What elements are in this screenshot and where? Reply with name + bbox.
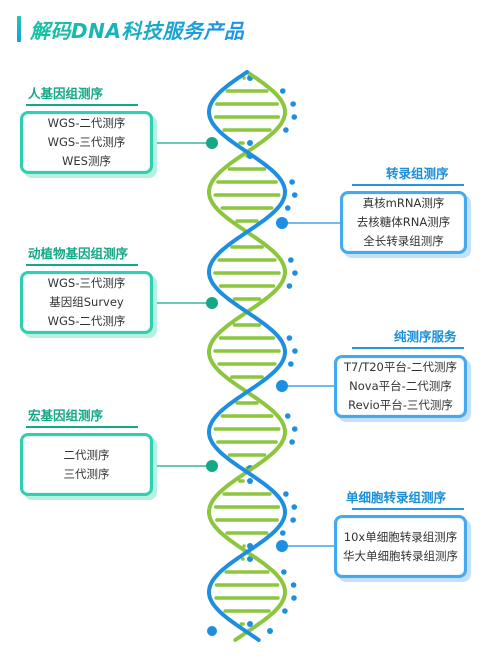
box-single-cell[interactable]: 10x单细胞转录组测序 华大单细胞转录组测序 <box>334 515 467 578</box>
helix-end-dot <box>267 628 273 634</box>
title-accent-bar <box>17 16 21 42</box>
base-dot <box>290 517 296 523</box>
base-dot <box>247 478 253 484</box>
connector-node <box>206 460 218 472</box>
base-dot <box>283 491 289 497</box>
section-underline <box>352 508 464 510</box>
helix-strand-green <box>206 70 288 642</box>
connector-node <box>206 297 218 309</box>
base-dot <box>291 504 298 510</box>
base-dot <box>284 413 291 419</box>
base-dot <box>281 569 287 575</box>
base-dot <box>283 127 289 133</box>
section-title-animal-plant: 动植物基因组测序 <box>28 246 129 261</box>
section-title-pure-seq: 纯测序服务 <box>394 329 457 344</box>
service-item: Revio平台-三代测序 <box>348 398 453 412</box>
base-dot <box>247 621 253 627</box>
section-underline <box>26 104 138 106</box>
base-dot <box>291 192 298 198</box>
service-item: 基因组Survey <box>49 295 124 309</box>
section-title-metagenome: 宏基因组测序 <box>28 408 104 423</box>
base-dot <box>289 439 295 445</box>
section-title-human: 人基因组测序 <box>28 86 104 101</box>
base-dot <box>291 426 298 432</box>
service-item: WES测序 <box>62 154 111 168</box>
service-item: WGS-二代测序 <box>47 314 126 328</box>
base-dot <box>282 608 288 614</box>
connector-node <box>276 380 288 392</box>
base-dot <box>290 582 297 588</box>
connector-node <box>206 137 218 149</box>
box-metagenome[interactable]: 二代测序 三代测序 <box>20 433 153 496</box>
service-item: 真核mRNA测序 <box>362 196 445 210</box>
service-item: 去核糖体RNA测序 <box>356 215 451 229</box>
section-underline <box>352 184 464 186</box>
section-title-single-cell: 单细胞转录组测序 <box>346 490 447 505</box>
base-dot <box>290 101 296 107</box>
service-item: 华大单细胞转录组测序 <box>343 548 458 563</box>
box-animal-plant-genome[interactable]: WGS-三代测序 基因组Survey WGS-二代测序 <box>20 271 153 334</box>
service-item: Nova平台-二代测序 <box>349 379 452 393</box>
service-item: WGS-三代测序 <box>47 276 126 290</box>
helix-strand-blue <box>206 70 288 642</box>
base-dot <box>288 361 294 367</box>
box-connectors <box>153 137 340 636</box>
box-human-genome[interactable]: WGS-二代测序 WGS-三代测序 WES测序 <box>20 111 153 174</box>
base-dot <box>291 114 298 120</box>
service-item: 全长转录组测序 <box>363 234 444 248</box>
service-item: T7/T20平台-二代测序 <box>343 360 458 374</box>
header: 解码DNA科技服务产品 <box>17 14 244 44</box>
base-dot <box>286 335 293 341</box>
connector-node <box>276 217 288 229</box>
base-dot <box>289 179 295 185</box>
service-item: 三代测序 <box>63 466 110 481</box>
section-underline <box>26 264 138 266</box>
base-dot <box>284 205 291 211</box>
section-title-transcriptome: 转录组测序 <box>386 166 449 181</box>
service-item: WGS-二代测序 <box>47 116 126 130</box>
page-title: 解码DNA科技服务产品 <box>30 15 244 44</box>
connector-node <box>276 540 288 552</box>
base-dot <box>286 283 293 289</box>
box-pure-sequencing[interactable]: T7/T20平台-二代测序 Nova平台-二代测序 Revio平台-三代测序 <box>334 355 467 418</box>
base-dot <box>279 88 286 94</box>
base-dot <box>279 530 286 536</box>
service-item: 10x单细胞转录组测序 <box>343 529 458 544</box>
section-underline <box>352 347 464 349</box>
base-dot <box>288 257 294 263</box>
base-dot <box>291 595 297 601</box>
helix-rungs <box>213 75 298 627</box>
base-dot <box>292 348 298 354</box>
base-dot <box>247 556 253 562</box>
helix-strands <box>206 70 288 642</box>
helix-end-dot <box>207 626 217 636</box>
base-dot <box>292 270 298 276</box>
section-underline <box>26 426 138 428</box>
base-dot <box>247 140 253 146</box>
service-item: WGS-三代测序 <box>47 135 126 149</box>
box-transcriptome[interactable]: 真核mRNA测序 去核糖体RNA测序 全长转录组测序 <box>340 191 467 254</box>
service-item: 二代测序 <box>63 447 110 462</box>
